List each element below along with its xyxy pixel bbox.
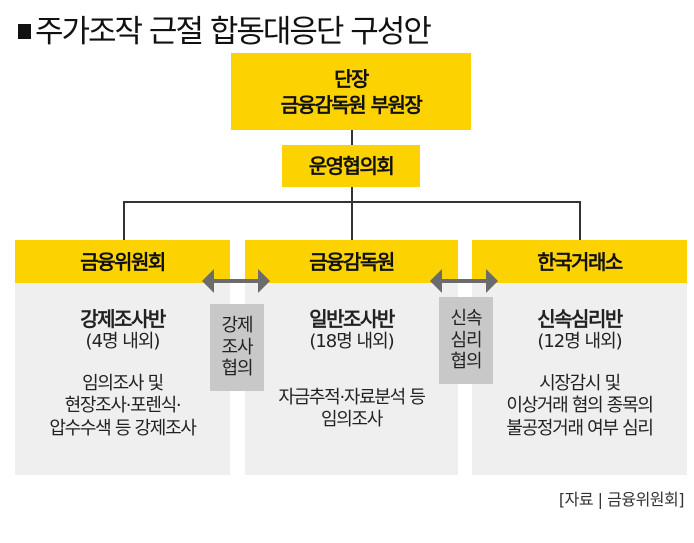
desc-line: 임의조사 및	[82, 372, 164, 394]
link-line: 강제	[221, 315, 253, 337]
double-arrow-icon	[430, 269, 498, 293]
desc-line: 현장조사·포렌식·	[64, 395, 182, 417]
chart-title: 주가조작 근절 합동대응단 구성안	[18, 6, 432, 51]
org-header-fsc: 금융위원회	[15, 240, 230, 283]
link-line: 신속	[450, 308, 482, 330]
team-desc: 자금추적·자료분석 등 임의조사	[245, 387, 458, 432]
team-name: 일반조사반	[309, 307, 395, 331]
team-count: (12명 내외)	[537, 331, 622, 352]
link-line: 심리	[450, 329, 482, 351]
double-arrow-icon	[202, 269, 270, 293]
desc-line: 시장감시 및	[539, 372, 621, 394]
connector-line	[123, 201, 125, 240]
desc-line: 압수수색 등 강제조사	[49, 417, 196, 439]
team-box-fss: 일반조사반 (18명 내외) 자금추적·자료분석 등 임의조사	[245, 283, 458, 475]
link-line: 협의	[221, 358, 253, 380]
link-line: 협의	[450, 351, 482, 373]
connector-line	[579, 201, 581, 240]
org-name: 한국거래소	[537, 249, 623, 274]
team-name: 강제조사반	[80, 307, 166, 331]
team-desc: 시장감시 및 이상거래 혐의 종목의 불공정거래 여부 심리	[472, 373, 687, 441]
desc-line: 불공정거래 여부 심리	[506, 417, 653, 439]
org-header-krx: 한국거래소	[472, 240, 687, 283]
connector-line	[351, 130, 353, 145]
bullet-square-icon	[18, 24, 31, 39]
desc-line: 이상거래 혐의 종목의	[506, 395, 653, 417]
head-title: 단장	[334, 66, 369, 91]
link-line: 조사	[221, 336, 253, 358]
council-label: 운영협의회	[308, 154, 395, 178]
council-box: 운영협의회	[282, 145, 420, 187]
team-desc: 임의조사 및 현장조사·포렌식· 압수수색 등 강제조사	[15, 373, 230, 441]
head-box: 단장 금융감독원 부원장	[231, 53, 471, 130]
org-name: 금융감독원	[309, 249, 395, 274]
team-box-krx: 신속심리반 (12명 내외) 시장감시 및 이상거래 혐의 종목의 불공정거래 …	[472, 283, 687, 475]
head-person: 금융감독원 부원장	[280, 92, 423, 117]
team-box-fsc: 강제조사반 (4명 내외) 임의조사 및 현장조사·포렌식· 압수수색 등 강제…	[15, 283, 230, 475]
connector-line	[123, 201, 580, 203]
source-note: [자료 | 금융위원회]	[558, 490, 685, 509]
org-name: 금융위원회	[80, 249, 166, 274]
title-text: 주가조작 근절 합동대응단 구성안	[35, 14, 432, 50]
team-count: (4명 내외)	[85, 331, 161, 352]
desc-line: 자금추적·자료분석 등	[278, 386, 425, 408]
team-name: 신속심리반	[537, 307, 623, 331]
team-count: (18명 내외)	[309, 331, 394, 352]
org-header-fss: 금융감독원	[245, 240, 458, 283]
desc-line: 임의조사	[320, 409, 383, 431]
connector-line	[351, 187, 353, 240]
